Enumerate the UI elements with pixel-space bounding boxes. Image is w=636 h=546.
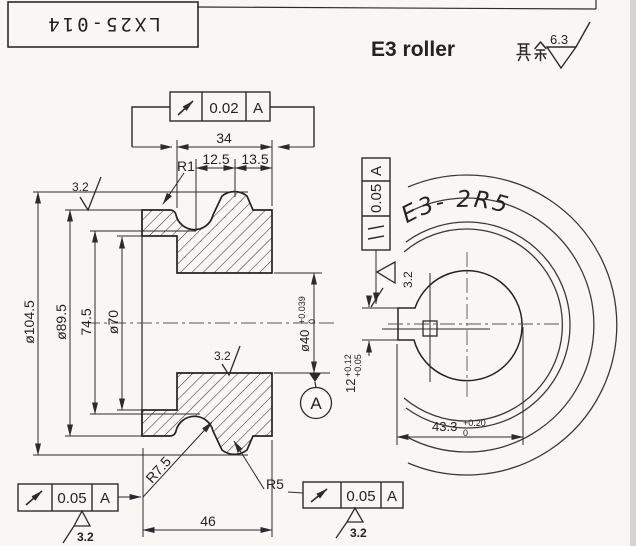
dim-groove-pitch: [195, 159, 273, 231]
fcf-bottom-right-datum: A: [387, 488, 397, 505]
fcf-bottom-right-tolerance: 0.05: [346, 488, 375, 505]
roughness-bore: 3.2: [214, 345, 241, 377]
circular-runout-icon: [177, 100, 194, 116]
general-roughness-note: 6.3: [516, 21, 591, 70]
dim-rim-radius-label: R5: [266, 476, 284, 492]
arc-outer-dia: [407, 174, 618, 476]
dim-flange-dia: [65, 209, 142, 437]
dim-groove-bottom: [90, 230, 200, 415]
dim-corner-radius-label: R1: [177, 158, 195, 174]
fcf-bottom-left-tolerance: 0.05: [57, 490, 86, 507]
section-hatch-top: [142, 191, 272, 273]
dim-outer-dia: [33, 191, 248, 456]
roughness-bore-value: 3.2: [214, 349, 231, 363]
svg-text:3.2: 3.2: [77, 530, 94, 544]
roughness-fcf-right: 3.2: [335, 506, 367, 540]
circular-runout-icon: [25, 490, 43, 506]
product-name: E3 roller: [371, 38, 455, 61]
end-view: E3- 2R5 12 +0.12 +0.05 43.3 +0.: [339, 174, 618, 476]
arc-groove-bottom: [405, 221, 571, 429]
scan-edge-shadow: [630, 0, 636, 546]
fcf-side-parallelism: A 0.05 3.2: [361, 157, 415, 308]
dim-hub-width-label: 34: [216, 130, 232, 146]
leader-rim-radius: [233, 440, 304, 494]
roughness-flange: 3.2: [72, 176, 102, 212]
leader-groove-radius: [142, 421, 213, 498]
fcf-bottom-right: 0.05 A 3.2: [302, 481, 404, 540]
svg-text:ø40 +0.039 0: ø40 +0.039 0: [293, 293, 317, 352]
dim-overall-width-label: 46: [200, 513, 216, 529]
general-roughness-value: 6.3: [550, 32, 568, 47]
dim-outer-dia-label: ø104.5: [21, 300, 37, 344]
dim-hub-width: [176, 140, 273, 208]
svg-text:3.2: 3.2: [401, 271, 415, 288]
fcf-bottom-left-datum: A: [100, 490, 110, 507]
dim-groove-radius-label: R7.5: [142, 453, 174, 486]
roughness-fcf-left: 3.2: [62, 509, 94, 544]
datum-a-balloon: A: [299, 373, 333, 420]
fcf-side-tolerance: 0.05: [368, 184, 385, 213]
dim-groove-pitch-label: 12.5: [202, 151, 229, 167]
arc-flange-dia: [406, 197, 595, 453]
arc-recess-dia: [403, 228, 563, 422]
svg-text:43.3 +0.20 0: 43.3 +0.20 0: [432, 414, 489, 438]
dim-keyway-width: [362, 295, 415, 356]
dim-groove-to-face-label: 13.5: [241, 151, 268, 167]
keyway-marker-square: [422, 320, 438, 337]
parallelism-icon: [367, 225, 385, 240]
dim-flange-dia-label: ø89.5: [53, 304, 69, 340]
roughness-flange-value: 3.2: [72, 180, 89, 194]
fcf-top-datum: A: [253, 100, 263, 117]
roughness-keyway-side: 3.2: [370, 260, 415, 308]
dim-bore-label: ø40 +0.039 0: [293, 293, 317, 352]
fcf-top-tolerance: 0.02: [209, 100, 238, 117]
chinese-text-qiyu: [516, 41, 547, 62]
dim-recess-dia: [117, 235, 177, 411]
fcf-top-runout: 0.02 A: [131, 91, 315, 150]
part-number: LX25-014: [45, 13, 161, 35]
dim-keyway-depth: [396, 327, 524, 445]
roughness-symbol-general: [545, 21, 591, 70]
title-block: LX25-014: [7, 0, 597, 48]
dim-groove-bottom-label: 74.5: [78, 308, 94, 335]
svg-text:3.2: 3.2: [350, 526, 367, 540]
fcf-side-datum: A: [368, 166, 385, 176]
section-view: [85, 190, 335, 456]
bore-with-keyway: [397, 269, 523, 382]
dim-overall-width: [142, 440, 273, 537]
dim-recess-dia-label: ø70: [105, 310, 121, 334]
part-outline-top: [141, 190, 273, 274]
fcf-bottom-left: 0.05 A 3.2: [17, 483, 142, 544]
circular-runout-icon: [310, 488, 328, 503]
leader-corner-radius: [162, 172, 185, 205]
svg-text:12 +0.12 +0.05: 12 +0.12 +0.05: [339, 351, 363, 393]
datum-a-letter: A: [310, 394, 322, 413]
dim-keyway-depth-label: 43.3 +0.20 0: [432, 414, 489, 438]
dim-keyway-width-label: 12 +0.12 +0.05: [339, 351, 363, 393]
